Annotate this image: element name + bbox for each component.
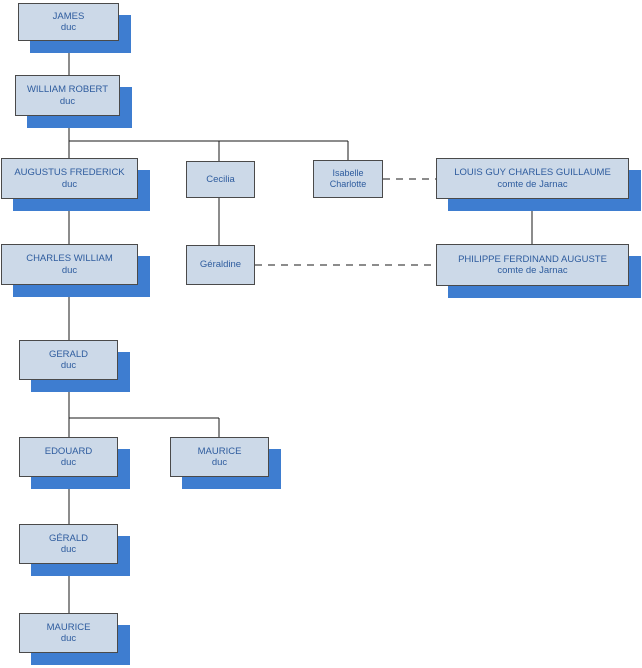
- person-name: JAMES: [52, 10, 85, 22]
- person-name: Isabelle: [332, 168, 364, 179]
- person-title: comte de Jarnac: [497, 265, 568, 276]
- person-title: duc: [61, 264, 78, 276]
- person-title: duc: [60, 633, 77, 644]
- person-name: EDOUARD: [44, 445, 93, 457]
- person-title: Charlotte: [329, 179, 367, 189]
- person-title: duc: [60, 544, 77, 555]
- person-title: duc: [61, 178, 78, 190]
- person-title: duc: [59, 95, 76, 107]
- person-node-geraldine[interactable]: Géraldine: [186, 245, 255, 285]
- person-name: CHARLES WILLIAM: [26, 253, 113, 265]
- person-title: duc: [211, 457, 228, 468]
- person-name: AUGUSTUS FREDERICK: [14, 167, 125, 179]
- person-title: comte de Jarnac: [497, 178, 568, 190]
- person-name: MAURICE: [197, 445, 242, 457]
- person-title: duc: [60, 457, 77, 468]
- person-name: Géraldine: [199, 259, 242, 271]
- person-name: GERALD: [48, 348, 89, 360]
- person-name: WILLIAM ROBERT: [26, 84, 109, 96]
- person-title: duc: [60, 22, 77, 33]
- person-name: MAURICE: [46, 621, 91, 633]
- person-name: GÉRALD: [48, 532, 89, 544]
- person-title: duc: [60, 360, 77, 371]
- person-name: Cecilia: [206, 173, 235, 185]
- person-name: PHILIPPE FERDINAND AUGUSTE: [458, 253, 607, 265]
- person-node-cecilia[interactable]: Cecilia: [186, 161, 255, 198]
- person-name: LOUIS GUY CHARLES GUILLAUME: [454, 167, 611, 179]
